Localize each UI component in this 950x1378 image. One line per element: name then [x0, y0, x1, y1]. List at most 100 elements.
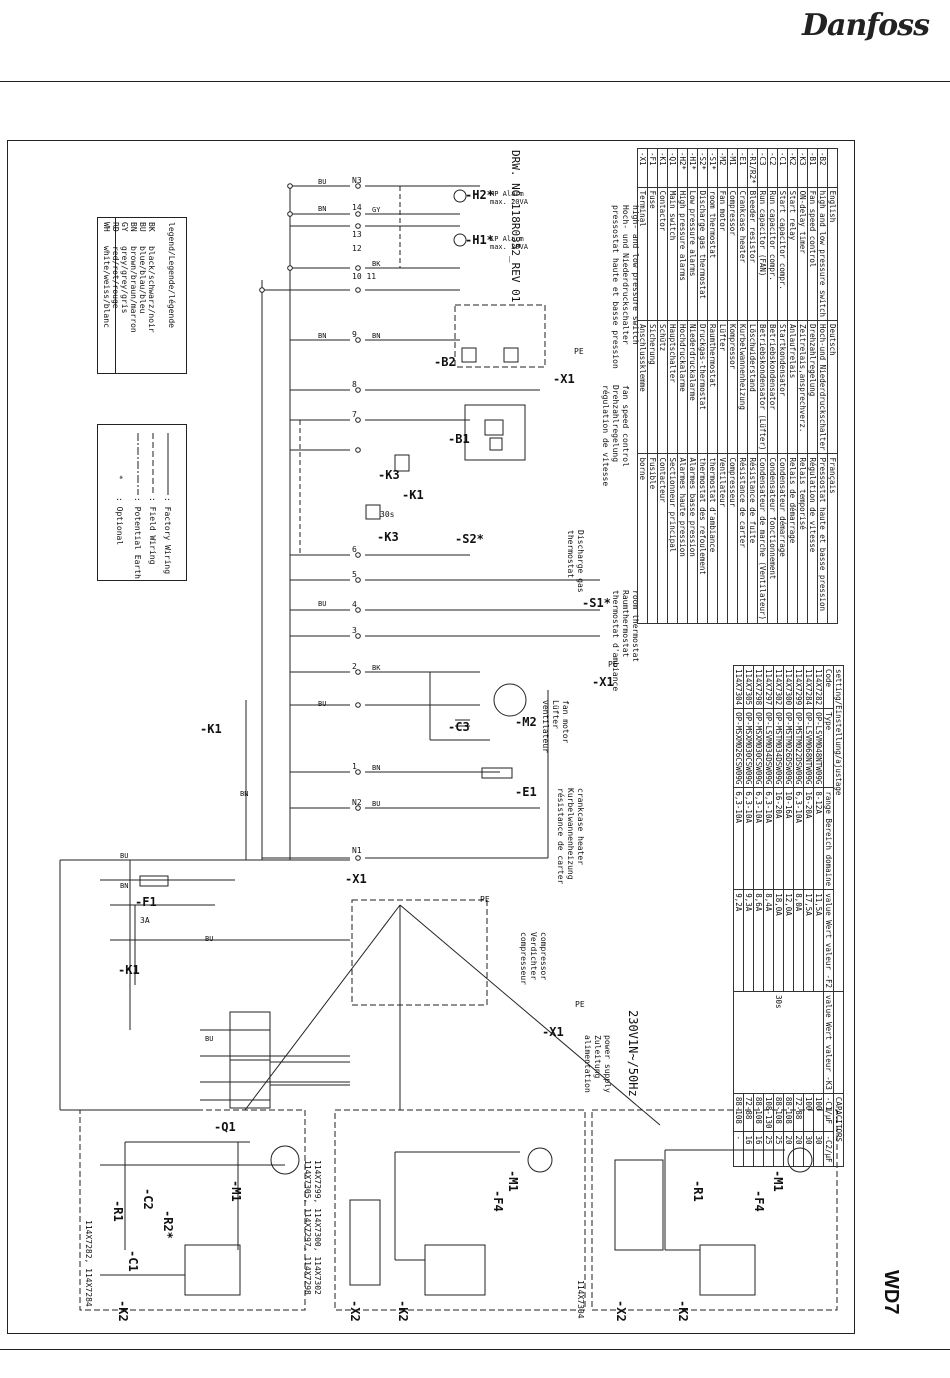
table-cell: 114X7297 [763, 665, 774, 709]
label-m1-c: -M1 [771, 1170, 785, 1192]
table-cell: Lüfter [717, 320, 728, 454]
table-cell: Terminal [637, 187, 648, 321]
table-cell: Condensateur démarrage [777, 453, 788, 624]
label-h2: -H2* [465, 188, 494, 202]
terminal-label: 1 [352, 762, 357, 771]
table-cell: 30 [803, 1131, 814, 1167]
table-cell: 8,0A [793, 889, 804, 992]
table-cell: -F1 [647, 148, 658, 188]
caption-compressor: compressor [539, 932, 548, 981]
table-cell: 6,3-10A [743, 787, 754, 890]
drawing-number: DRW. NO.118R0352_REV 01 [509, 150, 522, 303]
table-cell: -M1 [727, 148, 738, 188]
legend-optional: : Optional [115, 497, 124, 546]
terminal-label: N3 [352, 176, 362, 185]
terminal-label: 4 [352, 600, 357, 609]
label-r1: -R1 [111, 1200, 125, 1222]
table-cell: Régulation de vitesse [807, 453, 818, 624]
table-cell: Condensateur de marche (Ventilateur) [757, 453, 768, 624]
label-k3-coil: -K3 [377, 530, 399, 544]
table-cell: 88-108 [783, 1093, 794, 1132]
label-f4-c: -F4 [752, 1190, 766, 1212]
table-cell: 11,5A [813, 889, 824, 992]
table-cell: 10-16A [783, 787, 794, 890]
label-k3-contact: -K3 [378, 468, 400, 482]
label-h1: -H1* [465, 233, 494, 247]
table-cell: Crankcase heater [737, 187, 748, 321]
table-cell: -E1 [737, 148, 748, 188]
label-b2: -B2 [434, 355, 456, 369]
table-cell: Sectionneur principal [667, 453, 678, 624]
caption-power-supply-fr: alimentation [583, 1035, 592, 1093]
footer-rule [0, 1349, 950, 1350]
table-cell: 12,0A [783, 889, 794, 992]
caption-discharge: Discharge gas [576, 530, 585, 593]
label-lp-alarm2: max. 20VA [490, 243, 528, 251]
table-cell: Raumthermostat [707, 320, 718, 454]
table-cell: 108-130 [763, 1093, 774, 1132]
label-s2: -S2* [455, 532, 484, 546]
table-cell: Niederdruckalarme [687, 320, 698, 454]
caption-fan-speed-fr: régulation de vitesse [601, 385, 610, 487]
supply-voltage: 230V1N~/50Hz [626, 1010, 640, 1097]
table-cell: 18,0A [773, 889, 784, 992]
table-cell: 17,5A [803, 889, 814, 992]
header-rule [0, 81, 950, 82]
legend-code-gy: GY [120, 222, 129, 232]
terminal-label: 14 [352, 203, 362, 212]
table-cell: Kompressor [727, 320, 738, 454]
table-cell: 114X7284 [803, 665, 814, 709]
terminal-label: 2 [352, 662, 357, 671]
table-cell: Schütz [657, 320, 668, 454]
label-e1: -E1 [515, 785, 537, 799]
table-cell: Résistance de fuite [747, 453, 758, 624]
label-k2: -K2 [116, 1300, 130, 1322]
label-s1: -S1* [582, 596, 611, 610]
label-m2: -M2 [515, 715, 537, 729]
settings-table: setting/Einstellung/ajustage CAPACITORS … [733, 665, 844, 1167]
color-legend-divider [115, 218, 116, 373]
table-cell: 88-108 [753, 1093, 764, 1132]
table-cell: -M2 [717, 148, 728, 188]
label-b1: -B1 [448, 432, 470, 446]
table-cell: 20 [793, 1131, 804, 1167]
label-pe-compressor: PE [480, 895, 490, 904]
label-q1: -Q1 [214, 1120, 236, 1134]
legend-text-rd: red/rot/rouge [111, 246, 120, 309]
table-cell: 8-12A [813, 787, 824, 890]
table-cell: OP-MSXM026CSW09G [733, 708, 744, 788]
table-cell: Relais temporisé [797, 453, 808, 624]
wiring-legend-box: : Factory Wiring : Field Wiring : Potent… [97, 424, 187, 581]
legend-star: * [115, 475, 124, 480]
table-cell: Main switch [667, 187, 678, 321]
table-cell: -K3 [797, 148, 808, 188]
table-cell: Compressor [727, 187, 738, 321]
caption-fan-motor-de: Lüfter [551, 700, 560, 729]
table-header: Français [827, 453, 838, 624]
table-cell: 16 [743, 1131, 754, 1167]
label-hp-alarm: HP Alarm [490, 190, 524, 198]
table-cell: 114X7299 [793, 665, 804, 709]
settings-title: setting/Einstellung/ajustage [833, 665, 844, 992]
table-cell: Löschwiderstand [747, 320, 758, 454]
table-cell: Drehzahlregelung [807, 320, 818, 454]
table-cell: thermostat d'ambiance [707, 453, 718, 624]
terminal-label: 10 11 [352, 272, 377, 281]
table-cell: Fan motor [717, 187, 728, 321]
table-cell: Kurbelwannenheizung [737, 320, 748, 454]
table-cell: Résistance de carter [737, 453, 748, 624]
table-cell: ON-delay timer [797, 187, 808, 321]
table-cell: Anschlussklemme [637, 320, 648, 454]
table-cell: Run capacitor (FAN) [757, 187, 768, 321]
table-cell: Start capacitor compr. [777, 187, 788, 321]
label-f1-rating: 3A [140, 916, 150, 925]
legend-text-gy: grey/grey/gris [120, 246, 129, 314]
legend-text-wh: white/weiss/blanc [102, 246, 111, 328]
